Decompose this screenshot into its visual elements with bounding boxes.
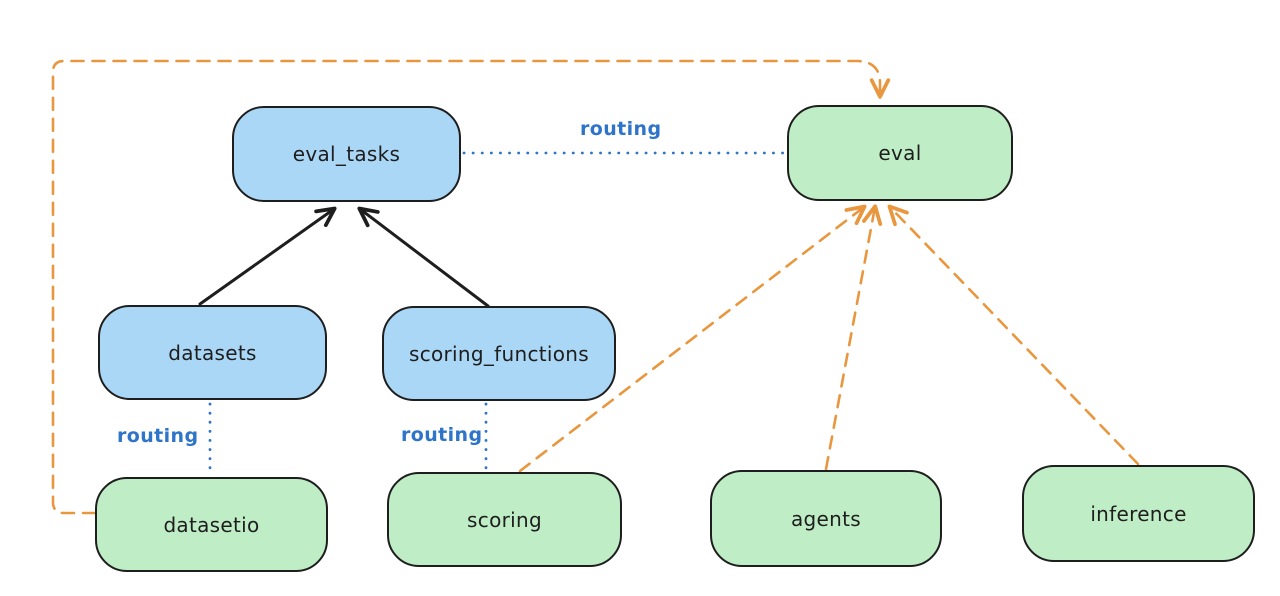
node-eval-tasks: eval_tasks	[232, 106, 461, 202]
edge-scoring-to-eval	[518, 204, 867, 473]
node-datasets-label: datasets	[168, 340, 257, 365]
node-inference: inference	[1022, 465, 1255, 562]
node-scoring-functions-label: scoring_functions	[408, 341, 590, 366]
node-agents: agents	[710, 470, 942, 567]
node-eval-tasks-label: eval_tasks	[292, 142, 401, 166]
edge-inference-to-eval	[887, 204, 1140, 466]
edge-label-routing-eval-tasks-eval: routing	[580, 118, 662, 140]
node-scoring-functions: scoring_functions	[382, 306, 616, 401]
edge-datasets-to-eval-tasks	[198, 206, 337, 306]
node-datasets: datasets	[98, 305, 327, 400]
edge-scoring-functions-to-eval-tasks	[357, 206, 490, 308]
node-eval-label: eval	[878, 141, 922, 165]
edge-datasetio-to-eval	[51, 59, 891, 515]
node-agents-label: agents	[791, 506, 861, 531]
node-datasetio-label: datasetio	[163, 512, 260, 537]
edge-agents-to-eval	[824, 204, 883, 471]
node-scoring-label: scoring	[467, 507, 542, 532]
edge-label-routing-datasets-datasetio: routing	[117, 425, 199, 447]
node-inference-label: inference	[1090, 501, 1187, 526]
node-eval: eval	[787, 105, 1013, 201]
node-scoring: scoring	[387, 472, 622, 567]
node-datasetio: datasetio	[95, 477, 328, 572]
edge-label-routing-scoring-functions-scoring: routing	[401, 424, 483, 446]
